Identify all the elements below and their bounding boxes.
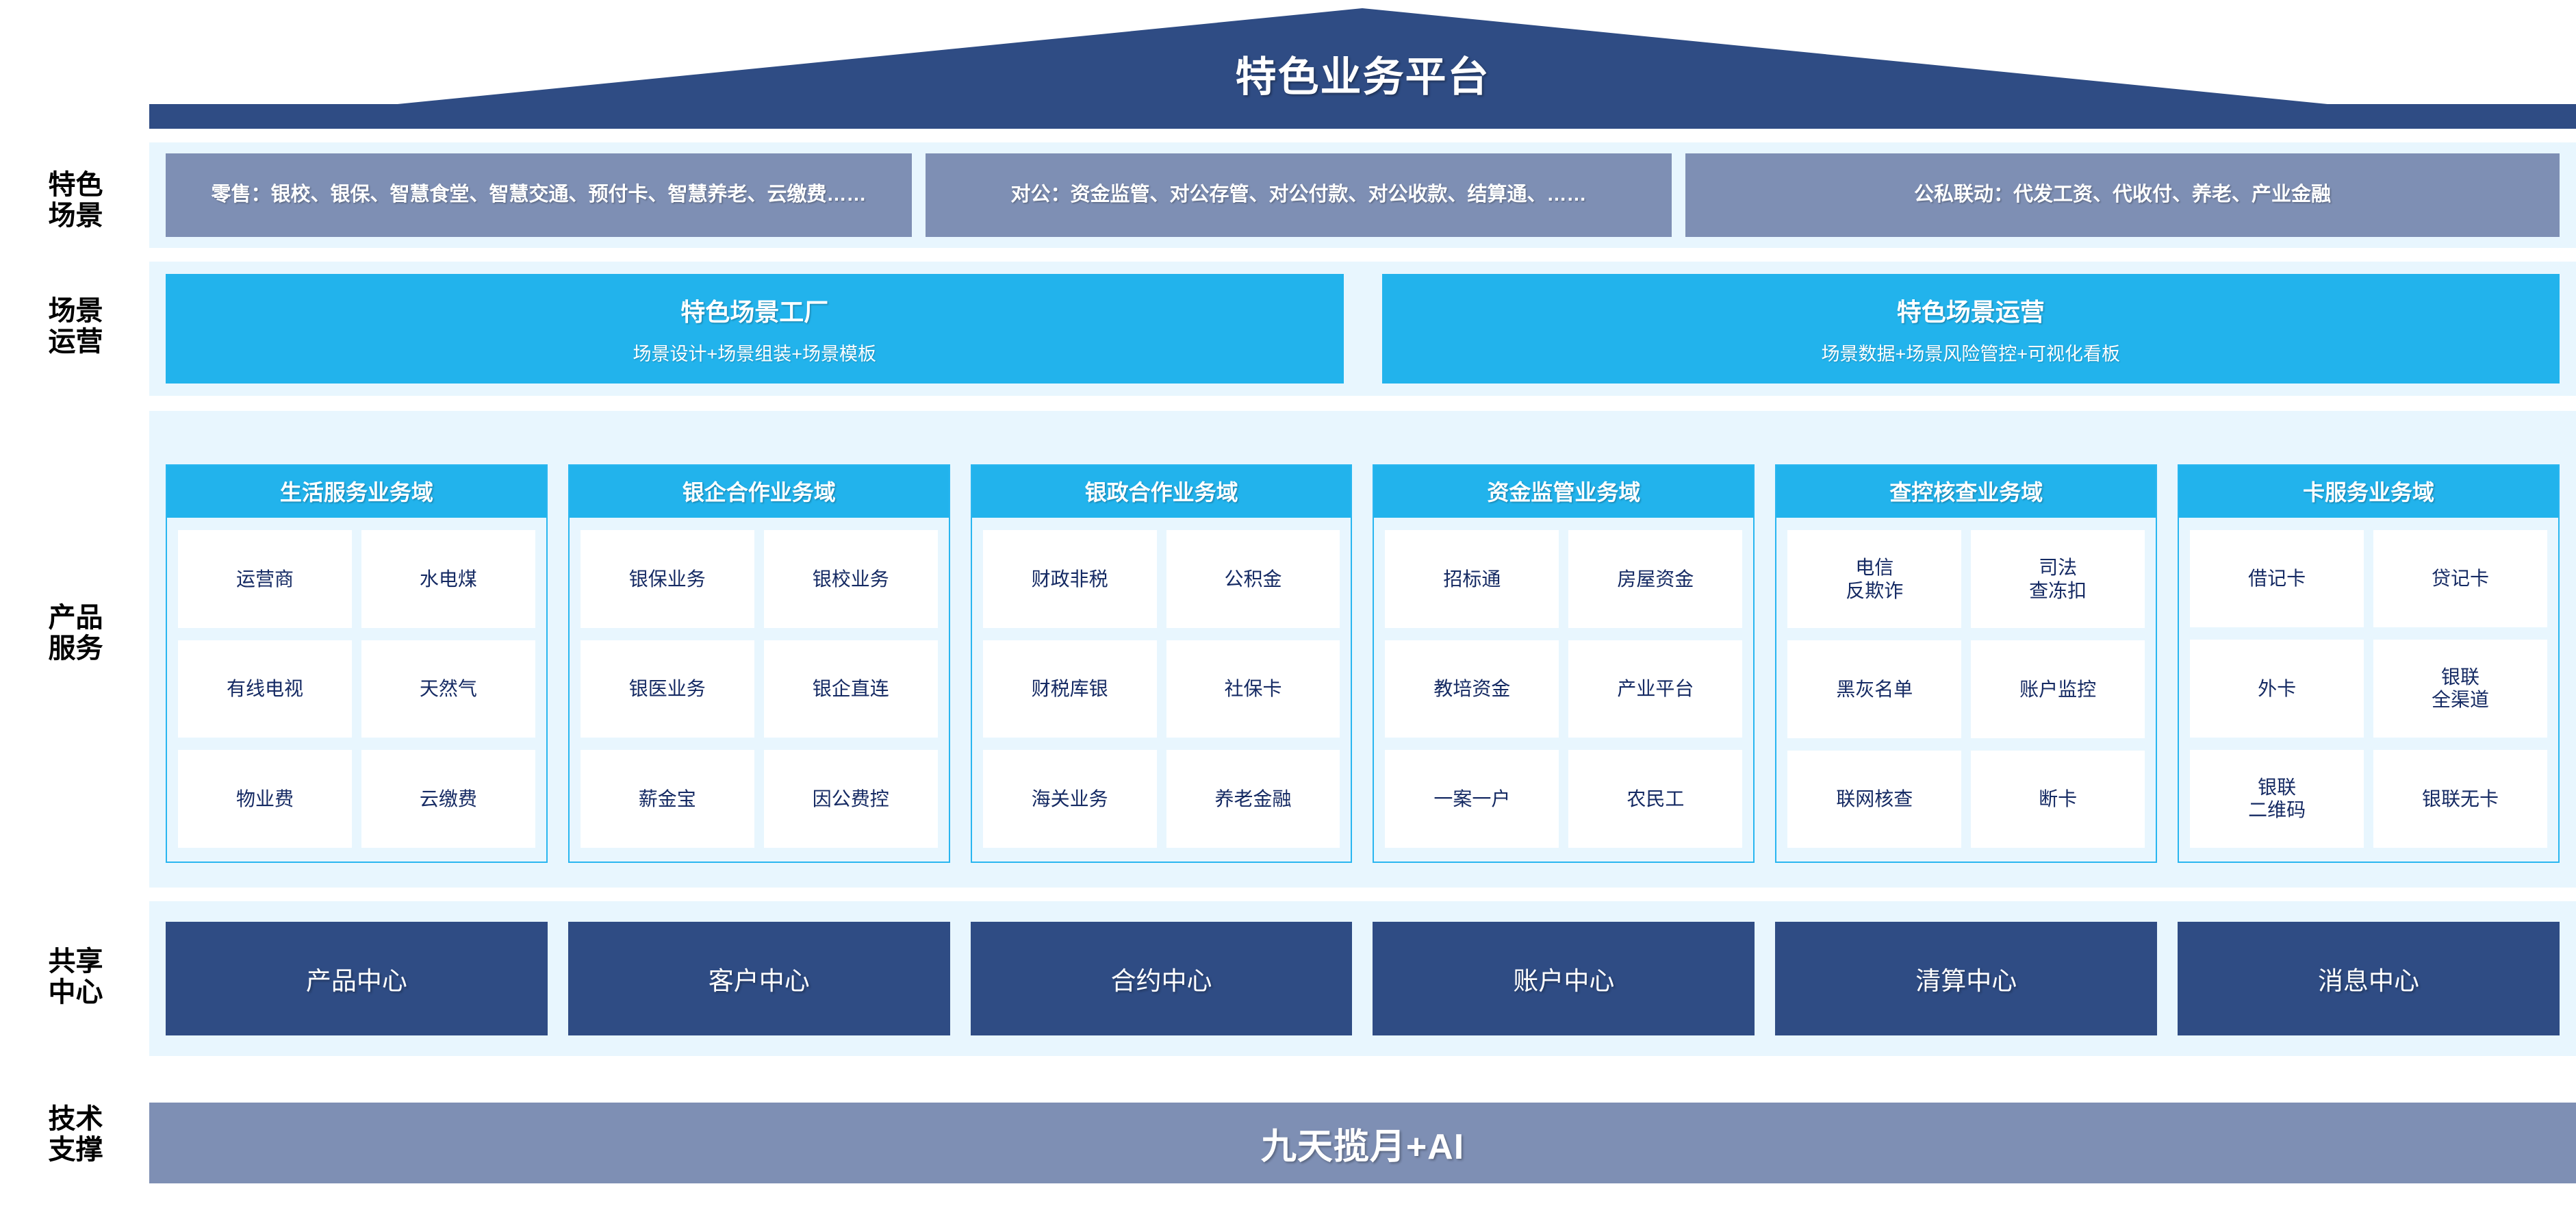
business-domain-grid: 银保业务银校业务银医业务银企直连薪金宝因公费控 (570, 518, 949, 862)
shared-center-card[interactable]: 产品中心 (166, 922, 548, 1035)
business-domain-item[interactable]: 财政非税 (982, 530, 1157, 628)
row-label-tech: 技术 支撑 (48, 1104, 103, 1165)
product-service-band: 生活服务业务域运营商水电煤有线电视天然气物业费云缴费银企合作业务域银保业务银校业… (149, 411, 2576, 888)
row-label-scenario: 特色 场景 (48, 170, 103, 231)
business-domain-item[interactable]: 银校业务 (763, 530, 938, 628)
business-domain-item[interactable]: 水电煤 (361, 530, 535, 628)
business-domain-item[interactable]: 银联无卡 (2373, 749, 2547, 848)
page-title: 特色业务平台 (1235, 54, 1490, 100)
business-domain-item[interactable]: 银联 二维码 (2190, 749, 2364, 848)
operation-card-subtitle: 场景数据+场景风险管控+可视化看板 (1821, 343, 2121, 364)
scenario-card-row: 零售：银校、银保、智慧食堂、智慧交通、预付卡、智慧养老、云缴费…… 对公：资金监… (166, 153, 2560, 237)
operation-card-title: 特色场景运营 (1896, 297, 2045, 326)
shared-center-row: 产品中心客户中心合约中心账户中心清算中心消息中心 (166, 922, 2560, 1035)
business-domain-item[interactable]: 黑灰名单 (1787, 640, 1962, 738)
business-domain-item[interactable]: 借记卡 (2190, 530, 2364, 627)
row-label-shared: 共享 中心 (48, 946, 103, 1007)
scenario-band: 零售：银校、银保、智慧食堂、智慧交通、预付卡、智慧养老、云缴费…… 对公：资金监… (149, 142, 2576, 248)
tech-support-bar: 九天揽月+AI (149, 1103, 2576, 1183)
business-domain-column: 银政合作业务域财政非税公积金财税库银社保卡海关业务养老金融 (970, 464, 1353, 863)
scenario-card-retail[interactable]: 零售：银校、银保、智慧食堂、智慧交通、预付卡、智慧养老、云缴费…… (166, 153, 912, 237)
row-label-operation: 场景 运营 (48, 296, 103, 357)
operation-band: 特色场景工厂 场景设计+场景组装+场景模板 特色场景运营 场景数据+场景风险管控… (149, 262, 2576, 396)
business-domain-item[interactable]: 外卡 (2190, 639, 2364, 738)
business-domain-column: 资金监管业务域招标通房屋资金教培资金产业平台一案一户农民工 (1373, 464, 1755, 863)
business-domain-item[interactable]: 社保卡 (1166, 640, 1340, 738)
business-domain-title: 银企合作业务域 (569, 466, 949, 518)
shared-center-band: 产品中心客户中心合约中心账户中心清算中心消息中心 (149, 901, 2576, 1056)
business-domain-title: 银政合作业务域 (971, 466, 1351, 518)
business-domain-item[interactable]: 银联 全渠道 (2373, 639, 2547, 738)
business-domain-item[interactable]: 有线电视 (178, 640, 352, 738)
row-label-product: 产品 服务 (48, 603, 103, 664)
operation-card-row: 特色场景工厂 场景设计+场景组装+场景模板 特色场景运营 场景数据+场景风险管控… (166, 274, 2560, 384)
business-domain-item[interactable]: 海关业务 (982, 750, 1157, 848)
business-domain-grid: 财政非税公积金财税库银社保卡海关业务养老金融 (972, 518, 1351, 862)
business-domain-row: 生活服务业务域运营商水电煤有线电视天然气物业费云缴费银企合作业务域银保业务银校业… (166, 464, 2560, 863)
business-domain-title: 资金监管业务域 (1374, 466, 1754, 518)
business-domain-item[interactable]: 贷记卡 (2373, 530, 2547, 627)
shared-center-card[interactable]: 账户中心 (1373, 922, 1755, 1035)
business-domain-item[interactable]: 银保业务 (580, 530, 754, 628)
shared-center-card[interactable]: 消息中心 (2178, 922, 2560, 1035)
shared-center-card[interactable]: 合约中心 (970, 922, 1353, 1035)
business-domain-item[interactable]: 养老金融 (1166, 750, 1340, 848)
business-domain-item[interactable]: 农民工 (1568, 750, 1743, 848)
tech-support-label: 九天揽月+AI (1260, 1127, 1465, 1167)
business-domain-item[interactable]: 银企直连 (763, 640, 938, 738)
business-domain-item[interactable]: 运营商 (178, 530, 352, 628)
business-domain-item[interactable]: 薪金宝 (580, 750, 754, 848)
roof-shape (149, 8, 2576, 129)
business-domain-item[interactable]: 云缴费 (361, 750, 535, 848)
business-domain-item[interactable]: 电信 反欺诈 (1787, 530, 1962, 629)
business-domain-item[interactable]: 司法 查冻扣 (1971, 530, 2145, 629)
business-domain-item[interactable]: 物业费 (178, 750, 352, 848)
business-domain-item[interactable]: 断卡 (1971, 750, 2145, 848)
business-domain-item[interactable]: 一案一户 (1385, 750, 1559, 848)
business-domain-item[interactable]: 财税库银 (982, 640, 1157, 738)
business-domain-item[interactable]: 房屋资金 (1568, 530, 1743, 628)
business-domain-item[interactable]: 公积金 (1166, 530, 1340, 628)
business-domain-grid: 借记卡贷记卡外卡银联 全渠道银联 二维码银联无卡 (2179, 518, 2558, 862)
business-domain-title: 生活服务业务域 (167, 466, 546, 518)
business-domain-grid: 招标通房屋资金教培资金产业平台一案一户农民工 (1374, 518, 1753, 862)
business-domain-column: 银企合作业务域银保业务银校业务银医业务银企直连薪金宝因公费控 (568, 464, 950, 863)
shared-center-card[interactable]: 客户中心 (568, 922, 950, 1035)
platform-roof: 特色业务平台 (149, 8, 2576, 129)
operation-card-scene-factory[interactable]: 特色场景工厂 场景设计+场景组装+场景模板 (166, 274, 1344, 384)
operation-card-scene-operation[interactable]: 特色场景运营 场景数据+场景风险管控+可视化看板 (1381, 274, 2560, 384)
business-domain-column: 卡服务业务域借记卡贷记卡外卡银联 全渠道银联 二维码银联无卡 (2178, 464, 2560, 863)
business-domain-item[interactable]: 银医业务 (580, 640, 754, 738)
operation-card-subtitle: 场景设计+场景组装+场景模板 (633, 343, 877, 364)
business-domain-item[interactable]: 教培资金 (1385, 640, 1559, 738)
business-domain-title: 卡服务业务域 (2179, 466, 2558, 518)
business-domain-grid: 电信 反欺诈司法 查冻扣黑灰名单账户监控联网核查断卡 (1776, 518, 2156, 862)
operation-card-title: 特色场景工厂 (680, 297, 829, 326)
business-domain-item[interactable]: 产业平台 (1568, 640, 1743, 738)
business-domain-column: 查控核查业务域电信 反欺诈司法 查冻扣黑灰名单账户监控联网核查断卡 (1775, 464, 2158, 863)
shared-center-card[interactable]: 清算中心 (1775, 922, 2158, 1035)
scenario-card-public-private[interactable]: 公私联动：代发工资、代收付、养老、产业金融 (1685, 153, 2560, 237)
scenario-card-corporate[interactable]: 对公：资金监管、对公存管、对公付款、对公收款、结算通、…… (926, 153, 1672, 237)
business-domain-item[interactable]: 账户监控 (1971, 640, 2145, 738)
business-domain-column: 生活服务业务域运营商水电煤有线电视天然气物业费云缴费 (166, 464, 548, 863)
business-domain-item[interactable]: 招标通 (1385, 530, 1559, 628)
business-domain-title: 查控核查业务域 (1776, 466, 2156, 518)
business-domain-item[interactable]: 天然气 (361, 640, 535, 738)
business-domain-item[interactable]: 因公费控 (763, 750, 938, 848)
business-domain-grid: 运营商水电煤有线电视天然气物业费云缴费 (167, 518, 546, 862)
business-domain-item[interactable]: 联网核查 (1787, 750, 1962, 848)
